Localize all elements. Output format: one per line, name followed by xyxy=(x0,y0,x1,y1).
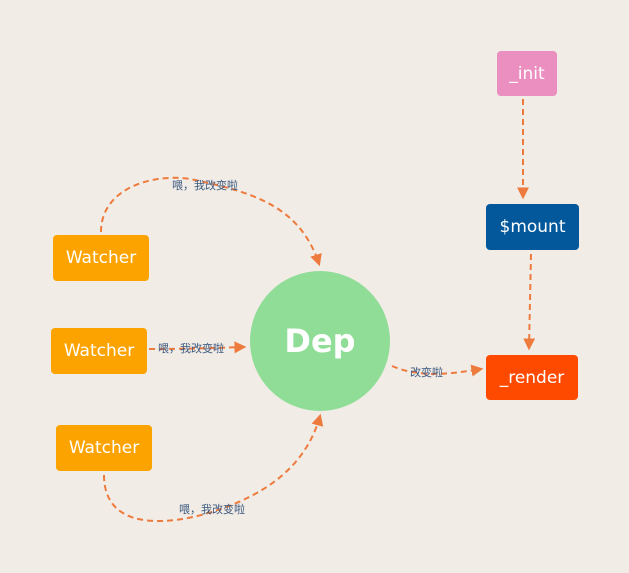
watcher-node-1: Watcher xyxy=(53,235,149,281)
edge-watcher-2-to-dep xyxy=(148,341,247,354)
render-node: _render xyxy=(486,355,578,400)
edge-watcher-1-to-dep xyxy=(100,176,322,267)
edge-mount-to-render xyxy=(523,253,536,351)
mount-node: $mount xyxy=(486,204,579,250)
edge-dep-to-render xyxy=(391,364,484,377)
init-node: _init xyxy=(497,51,557,96)
edge-label-watcher-2: 喂，我改变啦 xyxy=(158,342,224,355)
edge-label-dep-to-render: 改变啦 xyxy=(410,366,443,379)
dep-node: Dep xyxy=(250,271,390,411)
edge-label-watcher-1: 喂，我改变啦 xyxy=(172,179,238,192)
watcher-node-3: Watcher xyxy=(56,425,152,471)
watcher-node-2: Watcher xyxy=(51,328,147,374)
edge-label-watcher-3: 喂，我改变啦 xyxy=(179,503,245,516)
